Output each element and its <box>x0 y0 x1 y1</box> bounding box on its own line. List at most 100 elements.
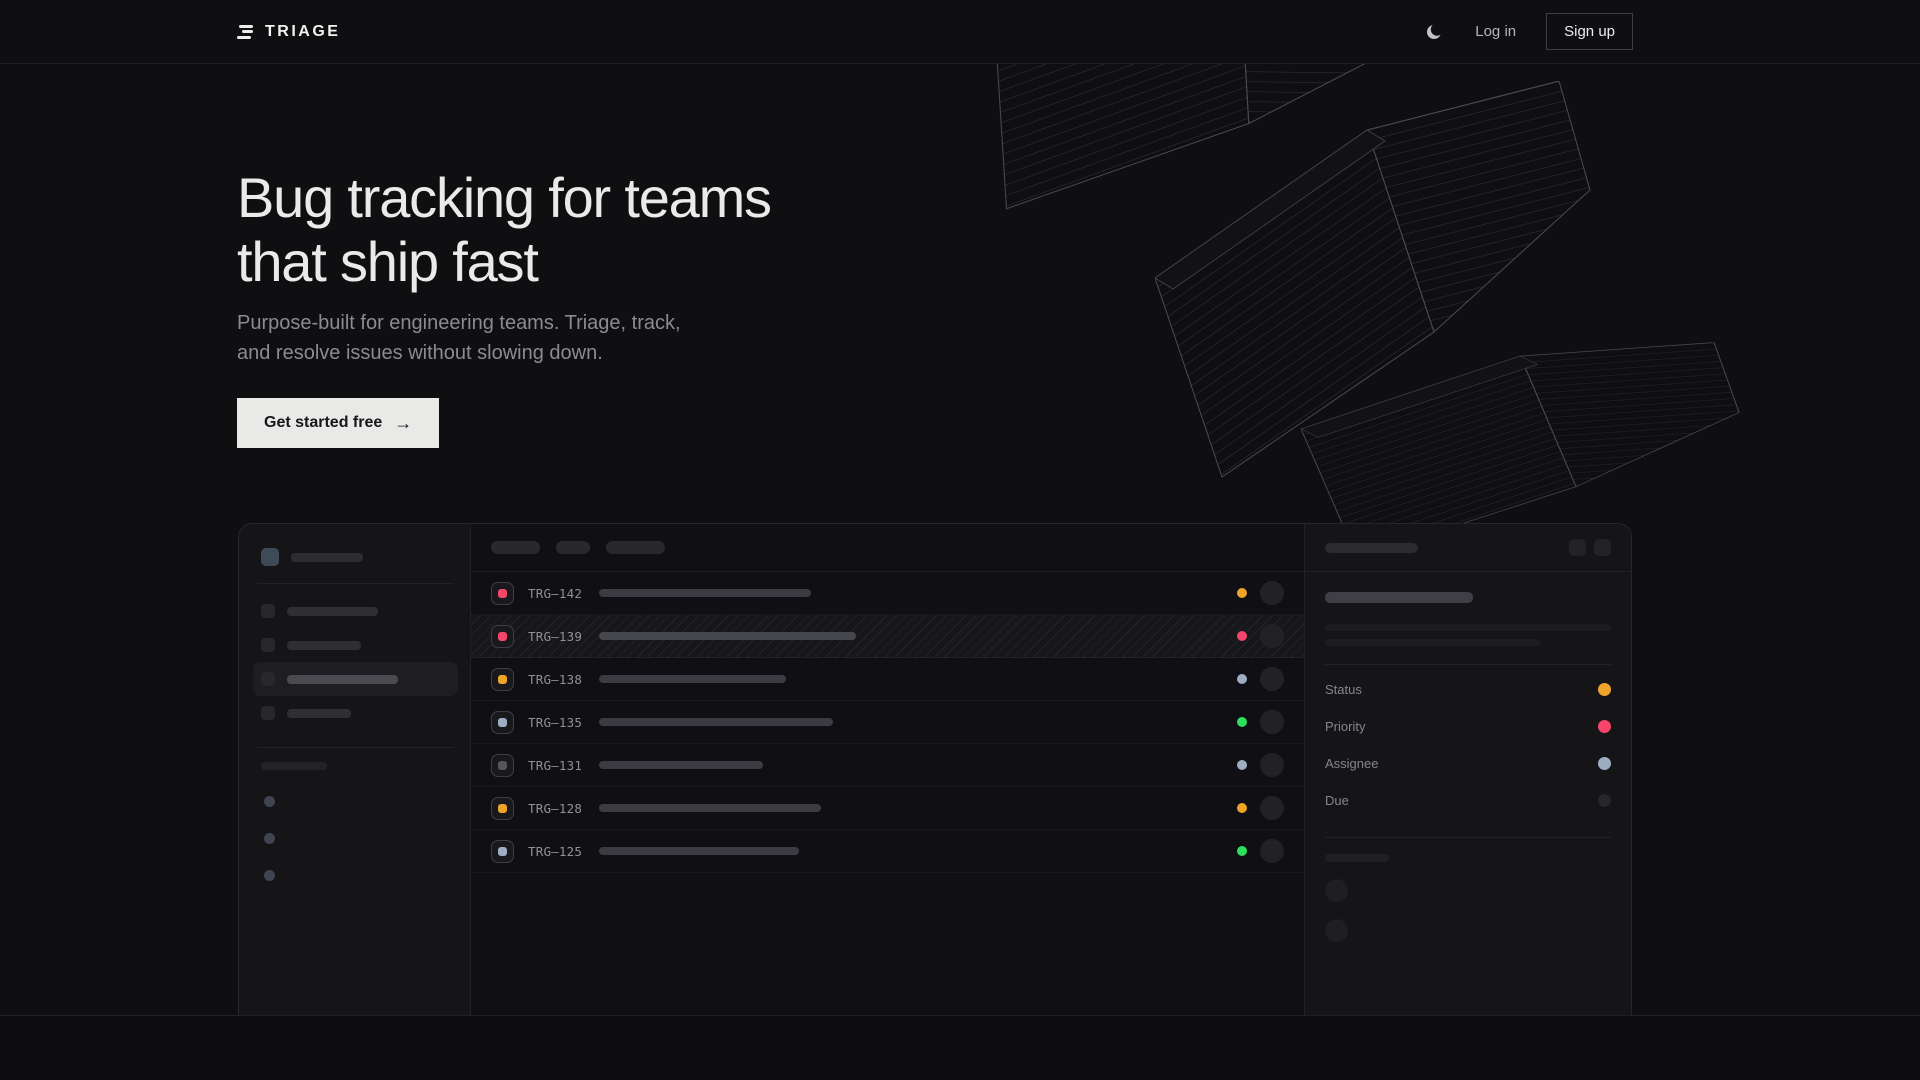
nav-actions: Log in Sign up <box>1423 13 1633 50</box>
issue-id: TRG–135 <box>528 714 583 730</box>
assignee-avatar-placeholder <box>1260 667 1284 691</box>
panel-button-placeholder <box>1594 539 1611 556</box>
wireframe-ribbon-middle <box>1155 81 1591 478</box>
filter-chip-skeleton <box>606 541 665 554</box>
issue-id: TRG–142 <box>528 585 583 601</box>
assignee-avatar-placeholder <box>1260 796 1284 820</box>
signup-button[interactable]: Sign up <box>1546 13 1633 50</box>
field-label: Status <box>1325 682 1362 697</box>
sidebar-icon-placeholder <box>261 706 275 720</box>
sidebar-item-skeleton <box>253 628 458 662</box>
issue-row: TRG–142 <box>471 572 1304 615</box>
sidebar-label-skeleton <box>287 640 361 650</box>
issue-row: TRG–139 <box>471 615 1304 658</box>
assignee-avatar-placeholder <box>1260 624 1284 648</box>
activity-section-skeleton <box>1325 854 1389 862</box>
sidebar-label-skeleton <box>287 708 351 718</box>
field-value-dot <box>1598 683 1611 696</box>
page-title: Bug tracking for teams that ship fast <box>237 166 772 294</box>
field-value-dot <box>1598 720 1611 733</box>
issue-type-dot <box>498 674 507 684</box>
hero-section: Bug tracking for teams that ship fast Pu… <box>0 64 1920 1015</box>
issue-status-dot <box>1237 631 1247 641</box>
detail-field-row: Due <box>1325 782 1611 819</box>
sidebar-dot-placeholder <box>264 833 275 844</box>
panel-button-placeholder <box>1569 539 1586 556</box>
issue-id: TRG–138 <box>528 671 583 687</box>
issue-type-dot <box>498 803 507 813</box>
issue-type-icon <box>491 667 514 691</box>
workspace-name-skeleton <box>291 552 363 562</box>
issue-title-skeleton <box>599 589 812 597</box>
issue-type-icon <box>491 753 514 777</box>
detail-panel-header <box>1305 524 1631 572</box>
issue-title-skeleton <box>599 847 800 855</box>
workspace-avatar <box>261 548 279 566</box>
moon-icon <box>1427 22 1444 39</box>
field-label: Assignee <box>1325 756 1379 771</box>
issue-type-dot <box>498 717 507 727</box>
detail-field-row: Assignee <box>1325 745 1611 782</box>
title-line-2: that ship fast <box>237 229 539 293</box>
cta-label: Get started free <box>264 414 383 431</box>
issue-row: TRG–125 <box>471 830 1304 873</box>
brand-logo[interactable]: TRIAGE <box>237 23 340 41</box>
brand-name: TRIAGE <box>265 22 341 40</box>
issue-title-skeleton <box>599 761 764 769</box>
get-started-button[interactable]: Get started free → <box>237 398 440 448</box>
sidebar-icon-placeholder <box>261 638 275 652</box>
issue-status-dot <box>1237 588 1247 598</box>
sidebar-item-skeleton <box>253 594 458 628</box>
issue-status-dot <box>1237 674 1247 684</box>
issue-type-icon <box>491 839 514 863</box>
sidebar-item-active-skeleton <box>253 662 458 696</box>
sidebar-dot-placeholder <box>264 870 275 881</box>
panel-header-buttons <box>1569 539 1611 556</box>
issue-type-dot <box>498 588 507 598</box>
sidebar-label-skeleton <box>287 674 398 684</box>
issue-list-header <box>471 524 1304 572</box>
sidebar-dot-placeholder <box>264 796 275 807</box>
panel-title-skeleton <box>1325 542 1418 553</box>
divider <box>257 747 454 748</box>
issue-title-skeleton <box>599 718 834 726</box>
sidebar-section-skeleton <box>261 762 327 770</box>
issue-type-dot <box>498 760 507 770</box>
hero-subtitle: Purpose-built for engineering teams. Tri… <box>237 312 681 364</box>
arrow-right-icon: → <box>394 412 413 433</box>
theme-toggle-button[interactable] <box>1423 21 1445 43</box>
sidebar-label-skeleton <box>287 606 378 616</box>
issue-type-icon <box>491 710 514 734</box>
triage-logo-icon <box>237 24 253 39</box>
issue-title-skeleton <box>599 675 787 683</box>
issue-status-dot <box>1237 760 1247 770</box>
issue-type-icon <box>491 581 514 605</box>
issue-status-dot <box>1237 803 1247 813</box>
sidebar-icon-placeholder <box>261 604 275 618</box>
issue-id: TRG–128 <box>528 800 583 816</box>
field-label: Due <box>1325 793 1349 808</box>
issue-type-dot <box>498 846 507 856</box>
assignee-avatar-placeholder <box>1260 581 1284 605</box>
issue-id: TRG–131 <box>528 757 583 773</box>
login-link[interactable]: Log in <box>1475 23 1517 40</box>
detail-panel-body: Status Priority Assignee Due <box>1305 572 1631 962</box>
detail-fields: Status Priority Assignee Due <box>1325 671 1611 819</box>
assignee-avatar-placeholder <box>1260 753 1284 777</box>
filter-chip-skeleton <box>491 541 540 554</box>
issue-title-skeleton <box>599 632 857 640</box>
filter-chip-skeleton <box>556 541 590 554</box>
issue-list: TRG–142 TRG–139 TRG–138 TRG–135 <box>471 524 1304 1015</box>
issue-row: TRG–138 <box>471 658 1304 701</box>
issue-type-dot <box>498 631 507 641</box>
issue-id: TRG–125 <box>528 843 583 859</box>
issue-id: TRG–139 <box>528 628 583 644</box>
app-mockup-card: TRG–142 TRG–139 TRG–138 TRG–135 <box>238 523 1632 1015</box>
issue-detail-panel: Status Priority Assignee Due <box>1304 524 1631 1015</box>
divider <box>1325 664 1611 665</box>
description-skeleton <box>1325 624 1611 631</box>
comment-avatar-placeholder <box>1325 919 1348 942</box>
issue-row: TRG–131 <box>471 744 1304 787</box>
issue-status-dot <box>1237 717 1247 727</box>
sidebar-icon-placeholder <box>261 672 275 686</box>
